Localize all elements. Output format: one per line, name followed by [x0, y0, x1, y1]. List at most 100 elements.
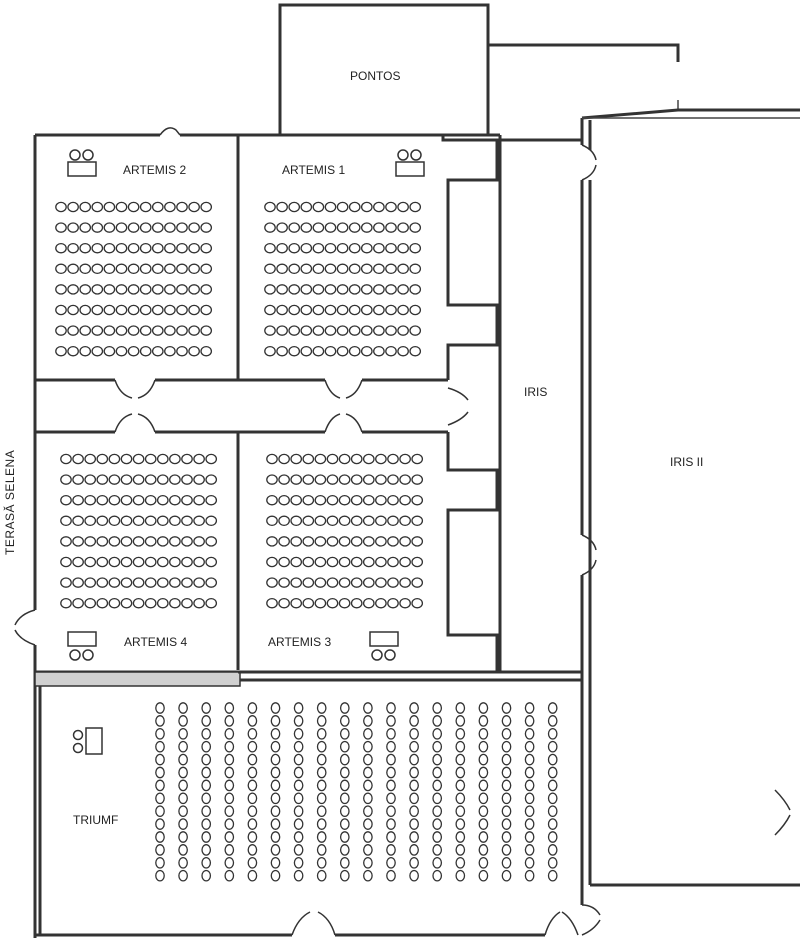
- chair-icon: [276, 222, 288, 233]
- chair-icon: [224, 753, 235, 766]
- chair-icon: [339, 818, 350, 830]
- chair-icon: [132, 494, 145, 506]
- doors: [14, 127, 791, 936]
- chair-icon: [278, 536, 290, 547]
- chair-icon: [385, 325, 397, 336]
- chair-icon: [91, 242, 104, 254]
- chair-icon: [547, 715, 558, 727]
- chair-icon: [181, 536, 193, 547]
- chair-icon: [278, 597, 290, 609]
- chair-icon: [84, 597, 97, 609]
- chair-icon: [139, 242, 152, 254]
- chair-icon: [501, 818, 512, 830]
- chair-icon: [411, 515, 424, 527]
- chair-icon: [547, 805, 558, 818]
- chair-icon: [363, 792, 373, 805]
- chair-icon: [127, 242, 140, 254]
- chair-icon: [108, 474, 121, 485]
- chair-icon: [264, 325, 276, 336]
- chair-icon: [312, 284, 325, 295]
- chair-icon: [300, 304, 313, 316]
- chair-icon: [397, 201, 409, 213]
- chair-icon: [224, 779, 235, 792]
- chair-icon: [169, 577, 181, 588]
- chair-icon: [151, 201, 164, 213]
- chair-icon: [432, 818, 443, 830]
- chair-icon: [373, 242, 385, 254]
- chair-icon: [501, 766, 512, 779]
- chair-icon: [350, 474, 363, 485]
- chair-icon: [96, 494, 109, 506]
- chair-icon: [205, 556, 218, 568]
- chair-icon: [339, 856, 350, 869]
- chair-icon: [96, 474, 109, 485]
- chair-icon: [524, 727, 535, 740]
- chair-icon: [169, 536, 181, 547]
- chair-icon: [316, 818, 327, 830]
- chair-icon: [501, 715, 512, 727]
- chair-icon: [338, 577, 351, 588]
- room-label-artemis-1: ARTEMIS 1: [282, 163, 345, 177]
- chair-icon: [547, 792, 558, 805]
- chair-icon: [338, 494, 351, 506]
- chair-icon: [409, 222, 422, 233]
- chair-icon: [524, 766, 535, 779]
- chair-icon: [151, 325, 164, 336]
- chair-icon: [455, 715, 466, 727]
- chair-icon: [139, 222, 152, 233]
- chair-icon: [348, 201, 361, 213]
- chair-icon: [155, 805, 165, 818]
- chair-icon: [270, 753, 281, 766]
- chair-icon: [547, 766, 558, 779]
- chair-icon: [316, 779, 327, 792]
- chair-icon: [300, 263, 313, 275]
- chair-icon: [108, 536, 121, 547]
- chair-icon: [339, 740, 350, 753]
- chair-icon: [314, 474, 327, 485]
- chair-icon: [300, 242, 313, 254]
- chair-icon: [193, 515, 205, 527]
- chair-icon: [293, 727, 304, 740]
- chair-icon: [386, 702, 396, 714]
- chair-icon: [156, 474, 169, 485]
- chair-icon: [375, 597, 387, 609]
- chair-icon: [360, 201, 373, 213]
- chair-icon: [55, 222, 67, 233]
- chair-icon: [385, 201, 397, 213]
- chair-icon: [399, 597, 411, 609]
- chair-icon: [176, 284, 188, 295]
- chair-icon: [411, 494, 424, 506]
- chair-icon: [316, 753, 327, 766]
- chair-icon: [478, 715, 489, 727]
- chair-icon: [373, 284, 385, 295]
- chair-icon: [132, 577, 145, 588]
- chair-icon: [387, 453, 399, 465]
- chair-icon: [399, 453, 411, 465]
- chair-icon: [432, 844, 443, 856]
- chair-icon: [266, 597, 278, 609]
- chair-icon: [432, 740, 443, 753]
- chair-icon: [156, 556, 169, 568]
- chair-icon: [397, 263, 409, 275]
- chair-icon: [108, 577, 121, 588]
- chair-icon: [547, 818, 558, 830]
- chair-icon: [60, 474, 72, 485]
- chair-icon: [324, 201, 337, 213]
- chair-icon: [336, 325, 349, 336]
- chair-icon: [115, 242, 128, 254]
- chair-icon: [524, 740, 535, 753]
- chair-icon: [266, 577, 278, 588]
- chair-icon: [524, 856, 535, 869]
- chair-icon: [278, 556, 290, 568]
- projector-icon: [67, 149, 97, 177]
- chair-icon: [103, 325, 116, 336]
- chair-icon: [336, 263, 349, 275]
- chair-icon: [362, 556, 375, 568]
- chair-icon: [144, 597, 157, 609]
- chair-icon: [386, 766, 396, 779]
- chair-icon: [224, 856, 235, 869]
- chair-icon: [293, 792, 304, 805]
- chair-icon: [181, 597, 193, 609]
- chair-icon: [385, 263, 397, 275]
- chair-icon: [84, 474, 97, 485]
